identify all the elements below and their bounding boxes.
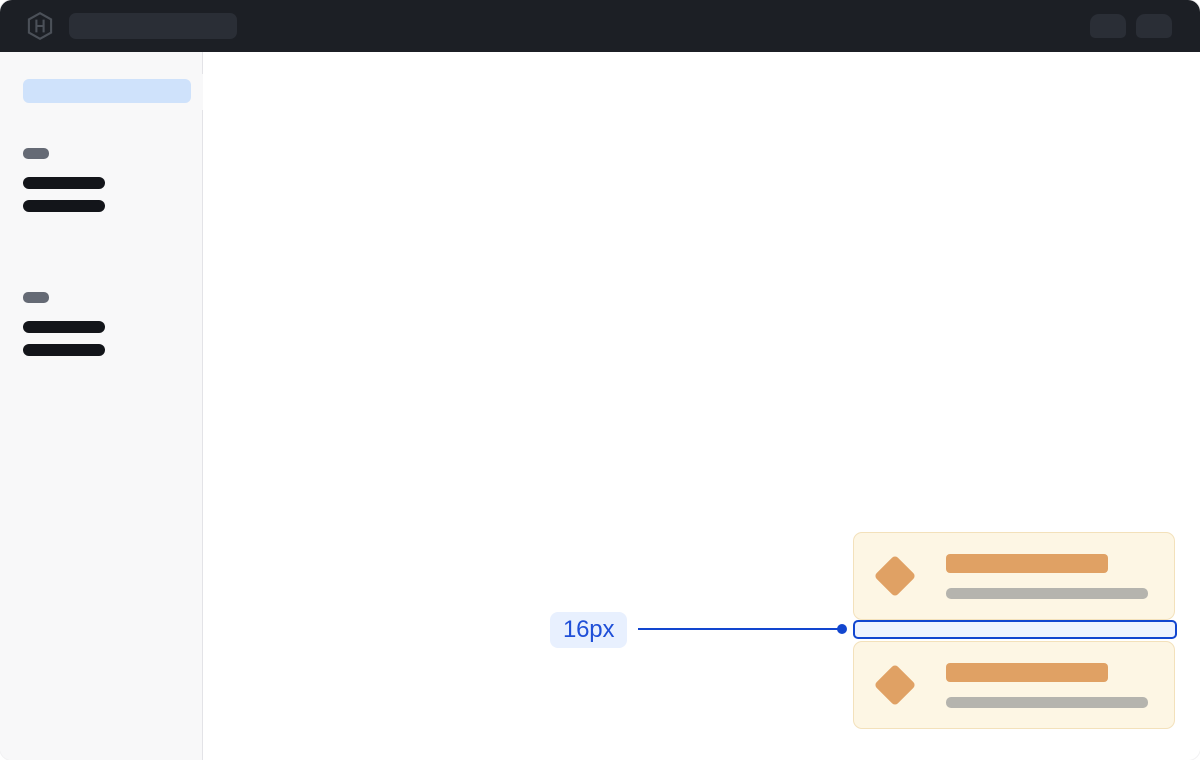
header-skeleton-1[interactable] bbox=[1090, 14, 1126, 38]
hexagon-h-logo-icon[interactable] bbox=[27, 12, 53, 40]
sidebar-item-2-1[interactable] bbox=[23, 321, 105, 333]
item-card[interactable] bbox=[853, 641, 1175, 729]
sidebar-item-active[interactable] bbox=[23, 79, 191, 103]
card-primary-text bbox=[946, 553, 1108, 573]
header-actions bbox=[1090, 14, 1172, 38]
sidebar-group-2-heading bbox=[23, 292, 49, 303]
sidebar-item-2-2[interactable] bbox=[23, 344, 105, 356]
sidebar bbox=[0, 52, 203, 760]
card-primary-text bbox=[946, 662, 1108, 682]
sidebar-group-1-heading bbox=[23, 148, 49, 159]
search-input[interactable] bbox=[69, 13, 237, 39]
card-secondary-text bbox=[946, 696, 1148, 708]
measurement-endpoint-dot bbox=[837, 624, 847, 634]
measurement-value-label: 16px bbox=[550, 612, 628, 648]
card-text-lines bbox=[946, 553, 1154, 599]
diamond-icon bbox=[873, 554, 917, 598]
sidebar-group-1 bbox=[23, 148, 105, 212]
sidebar-group-2 bbox=[23, 292, 105, 356]
app-header bbox=[0, 0, 1200, 52]
card-stack bbox=[853, 532, 1175, 729]
diamond-icon bbox=[873, 663, 917, 707]
item-card[interactable] bbox=[853, 532, 1175, 620]
sidebar-item-1-2[interactable] bbox=[23, 200, 105, 212]
gap-measurement-highlight bbox=[853, 620, 1177, 639]
card-text-lines bbox=[946, 662, 1154, 708]
header-skeleton-2[interactable] bbox=[1136, 14, 1172, 38]
sidebar-item-1-1[interactable] bbox=[23, 177, 105, 189]
card-secondary-text bbox=[946, 587, 1148, 599]
measurement-leader-line bbox=[638, 628, 843, 630]
